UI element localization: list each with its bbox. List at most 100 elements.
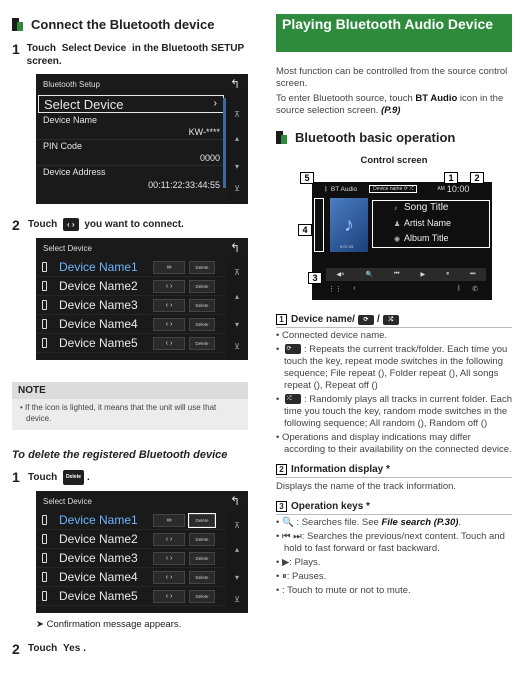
menu-icon[interactable]: ⋮⋮ xyxy=(328,286,342,293)
callout-3: 3 xyxy=(308,272,322,284)
bluetooth-setup-screen: Bluetooth Setup ↰ Select Device › Device… xyxy=(36,74,248,204)
link-icon[interactable]: ∞ xyxy=(153,260,185,274)
operation-key-item: • : Touch to mute or not to mute. xyxy=(276,585,411,596)
right-column: Playing Bluetooth Audio Device Most func… xyxy=(276,0,512,597)
scroll-down-icon[interactable]: ▾ xyxy=(234,162,239,171)
delete-button[interactable]: Delete xyxy=(189,589,215,603)
section-marker-icon xyxy=(276,130,287,144)
delete-button[interactable]: Delete xyxy=(189,298,215,312)
item-1-text-3: • ⤮: Randomly plays all tracks in curren… xyxy=(276,394,513,429)
connect-icon[interactable]: ‹ › xyxy=(153,589,185,603)
confirmation-text: ➤ Confirmation message appears. xyxy=(36,619,182,630)
scroll-bottom-icon[interactable]: ⊻ xyxy=(234,595,240,604)
phone-icon xyxy=(42,319,47,329)
scroll-down-icon[interactable]: ▾ xyxy=(234,320,239,329)
back-icon[interactable]: ↰ xyxy=(229,77,240,91)
section-marker-icon xyxy=(12,17,23,31)
connect-icon[interactable]: ‹ › xyxy=(153,279,185,293)
device-address-row[interactable]: Device Address 00:11:22:33:44:55 xyxy=(43,167,220,190)
search-icon[interactable]: 🔍 xyxy=(365,272,374,278)
scroll-up-icon[interactable]: ▴ xyxy=(234,134,239,143)
delete-button[interactable]: Delete xyxy=(189,317,215,331)
delete-button[interactable]: Delete xyxy=(189,279,215,293)
connect-icon[interactable]: ‹ › xyxy=(153,298,185,312)
item-2-heading: 2 Information display * xyxy=(276,464,512,478)
operation-keys: ◀× 🔍 ⏮ ▶ ⏸ ⏭ xyxy=(326,268,486,281)
scroll-top-icon[interactable]: ⊼ xyxy=(234,521,240,530)
chapter-banner: Playing Bluetooth Audio Device xyxy=(276,14,512,52)
scroll-up-icon[interactable]: ▴ xyxy=(234,545,239,554)
device-name: Device Name2 xyxy=(59,532,138,546)
scroll-bottom-icon[interactable]: ⊻ xyxy=(234,342,240,351)
album-art[interactable]: ♪ xyxy=(330,198,368,252)
back-nav-icon[interactable]: ‹ xyxy=(353,285,356,292)
device-name: Device Name4 xyxy=(59,570,138,584)
phone-icon xyxy=(42,515,47,525)
connect-icon[interactable]: ‹ › xyxy=(153,336,185,350)
scroll-up-icon[interactable]: ▴ xyxy=(234,292,239,301)
scroll-bottom-icon[interactable]: ⊻ xyxy=(234,184,240,193)
delete-button[interactable]: Delete xyxy=(189,551,215,565)
device-row[interactable]: Device Name5‹ ›Delete xyxy=(36,334,248,353)
device-row[interactable]: Device Name3 ‹ › Delete xyxy=(36,549,248,568)
scroll-top-icon[interactable]: ⊼ xyxy=(234,110,240,119)
connect-icon[interactable]: ‹ › xyxy=(153,551,185,565)
phone-icon[interactable]: ✆ xyxy=(472,286,478,293)
device-name: Device Name3 xyxy=(59,551,138,565)
pause-icon[interactable]: ⏸ xyxy=(446,271,450,277)
connect-icon[interactable]: ‹ › xyxy=(153,570,185,584)
source-label: BT Audio xyxy=(330,185,358,193)
intro-paragraph-2: To enter Bluetooth source, touch BT Audi… xyxy=(276,93,504,116)
repeat-icon: ⟳ xyxy=(357,314,374,325)
callout-4: 4 xyxy=(298,224,312,236)
item-1-text-2: • ⟳: Repeats the current track/folder. E… xyxy=(276,344,508,391)
scroll-controls: ⊼ ▴ ▾ ⊻ xyxy=(226,94,248,204)
device-row[interactable]: Device Name1∞Delete xyxy=(36,511,248,530)
phone-icon xyxy=(42,300,47,310)
connect-icon[interactable]: ‹ › xyxy=(153,532,185,546)
note-box: NOTE • If the icon is lighted, it means … xyxy=(12,382,248,430)
scroll-top-icon[interactable]: ⊼ xyxy=(234,268,240,277)
device-row[interactable]: Device Name4 ‹ › Delete xyxy=(36,568,248,587)
connect-icon[interactable]: ‹ › xyxy=(153,317,185,331)
random-icon: ⤮ xyxy=(382,314,399,325)
device-row[interactable]: Device Name5‹ ›Delete xyxy=(36,587,248,606)
item-1-text-1: • Connected device name. xyxy=(276,330,388,341)
link-icon[interactable]: ∞ xyxy=(153,513,185,527)
device-row[interactable]: Device Name4‹ ›Delete xyxy=(36,315,248,334)
previous-icon[interactable]: ⏮ xyxy=(394,271,400,277)
random-icon: ⤮ xyxy=(284,394,301,405)
device-name-row[interactable]: Device Name KW-**** xyxy=(36,114,248,140)
delete-button[interactable]: Delete xyxy=(188,512,216,528)
next-icon[interactable]: ⏭ xyxy=(470,271,476,277)
delete-button[interactable]: Delete xyxy=(189,570,215,584)
device-row[interactable]: Device Name2 ‹ › Delete xyxy=(36,530,248,549)
basic-operation-heading: Bluetooth basic operation xyxy=(276,127,512,147)
scroll-down-icon[interactable]: ▾ xyxy=(234,573,239,582)
scrollbar[interactable] xyxy=(223,98,226,188)
delete-button[interactable]: Delete xyxy=(189,532,215,546)
play-icon[interactable]: ▶ xyxy=(420,272,426,278)
device-name-label[interactable]: Device name ⟳ ⤮ xyxy=(369,185,418,193)
device-row[interactable]: Device Name2‹ ›Delete xyxy=(36,277,248,296)
delete-button[interactable]: Delete xyxy=(189,336,215,350)
device-row[interactable]: Device Name3‹ ›Delete xyxy=(36,296,248,315)
nav-bar: ⋮⋮ ‹ ᛒ ✆ xyxy=(318,285,488,297)
back-icon[interactable]: ↰ xyxy=(229,494,240,508)
mute-icon[interactable]: ◀× xyxy=(336,272,345,278)
callout-5: 5 xyxy=(300,172,314,184)
device-row[interactable]: Device Name1∞Delete xyxy=(36,258,248,277)
operation-key-item: • ▶: Plays. xyxy=(276,557,321,568)
phone-icon xyxy=(42,534,47,544)
operation-key-list: • 🔍 : Searches file. See File search (P.… xyxy=(276,517,512,597)
select-device-row[interactable]: Select Device › xyxy=(38,95,224,113)
back-icon[interactable]: ↰ xyxy=(229,241,240,255)
delete-button[interactable]: Delete xyxy=(189,260,215,274)
operation-key-item: • 🔍 : Searches file. See File search (P.… xyxy=(276,517,462,528)
bt-nav-icon[interactable]: ᛒ xyxy=(456,285,461,292)
pin-code-row[interactable]: PIN Code 0000 xyxy=(36,140,248,166)
